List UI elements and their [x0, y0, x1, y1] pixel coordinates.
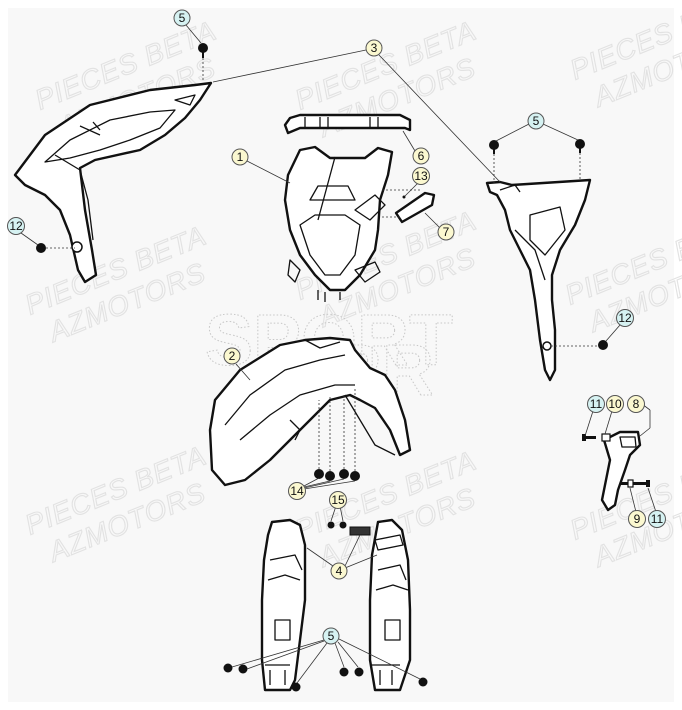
svg-text:3: 3: [371, 41, 378, 55]
right-radiator-shroud[interactable]: [485, 178, 592, 382]
watermarks: PIECES BETA AZMOTORS PIECES BETA AZMOTOR…: [20, 0, 682, 574]
callout-5-top-left[interactable]: 5: [173, 9, 191, 27]
svg-text:15: 15: [331, 493, 345, 507]
callout-5-right-shroud[interactable]: 5: [527, 112, 545, 130]
screw-icon: [350, 471, 360, 481]
callout-10[interactable]: 10: [606, 395, 624, 413]
screw-icon: [575, 139, 585, 149]
svg-text:4: 4: [336, 564, 343, 578]
svg-text:2: 2: [229, 349, 236, 363]
mounting-axes: [46, 58, 598, 471]
svg-text:6: 6: [418, 149, 425, 163]
svg-text:13: 13: [414, 169, 428, 183]
screw-icon: [325, 471, 335, 481]
callout-6[interactable]: 6: [412, 147, 430, 165]
svg-text:12: 12: [618, 311, 632, 325]
front-fender[interactable]: [208, 336, 412, 487]
screw-icon: [223, 663, 233, 673]
screw-icon: [36, 243, 46, 253]
callout-11-bottom[interactable]: 11: [648, 510, 666, 528]
callout-11-top[interactable]: 11: [587, 395, 605, 413]
screw-icon: [354, 667, 364, 677]
callout-3[interactable]: 3: [365, 39, 383, 57]
screw-icon: [314, 469, 324, 479]
svg-text:7: 7: [443, 225, 450, 239]
left-radiator-shroud[interactable]: [13, 81, 213, 284]
svg-text:5: 5: [179, 11, 186, 25]
callout-12-left[interactable]: 12: [7, 217, 25, 235]
headlight-mask[interactable]: [283, 145, 394, 302]
screw-icon: [238, 664, 248, 674]
svg-text:1: 1: [237, 150, 244, 164]
screw-icon: [598, 340, 608, 350]
callout-7[interactable]: 7: [437, 223, 455, 241]
callout-2[interactable]: 2: [223, 347, 241, 365]
screw-icon: [339, 667, 349, 677]
callouts: 5 3 5 1 6 13 7 12: [7, 9, 666, 645]
svg-text:10: 10: [608, 397, 622, 411]
svg-text:12: 12: [9, 219, 23, 233]
bracket-assembly[interactable]: [582, 430, 650, 512]
callout-14[interactable]: 14: [288, 482, 306, 500]
screw-icon: [327, 521, 335, 529]
callout-12-right[interactable]: 12: [616, 309, 634, 327]
svg-text:8: 8: [633, 397, 640, 411]
svg-text:5: 5: [328, 629, 335, 643]
screw-icon: [418, 677, 428, 687]
fork-guard-clip: [349, 526, 371, 536]
svg-text:9: 9: [634, 512, 641, 526]
screw-icon: [489, 140, 499, 150]
svg-text:11: 11: [651, 512, 664, 526]
screw-icon: [198, 43, 208, 53]
callout-9[interactable]: 9: [628, 510, 646, 528]
callout-15[interactable]: 15: [329, 491, 347, 509]
callout-4[interactable]: 4: [330, 562, 348, 580]
callout-5-bottom[interactable]: 5: [322, 627, 340, 645]
leader-lines: [20, 24, 657, 684]
screw-icon: [339, 521, 347, 529]
fasteners: [36, 43, 608, 692]
screw-icon: [291, 682, 301, 692]
callout-8[interactable]: 8: [627, 395, 645, 413]
callout-13[interactable]: 13: [412, 167, 430, 185]
svg-text:5: 5: [533, 114, 540, 128]
sticker-holder[interactable]: [394, 191, 436, 224]
right-fork-guard[interactable]: [368, 518, 412, 692]
callout-1[interactable]: 1: [231, 148, 249, 166]
headlight-strap[interactable]: [283, 113, 412, 135]
left-fork-guard[interactable]: [260, 518, 307, 692]
svg-text:14: 14: [290, 484, 304, 498]
screw-icon: [339, 469, 349, 479]
svg-text:11: 11: [590, 397, 603, 411]
